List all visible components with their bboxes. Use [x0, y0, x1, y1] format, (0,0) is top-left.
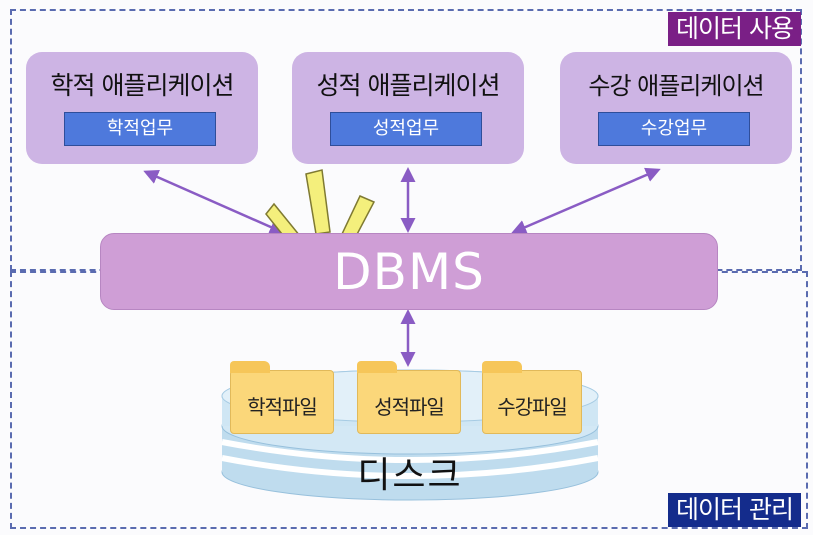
app-box-academic: 학적 애플리케이션 학적업무 [26, 52, 258, 164]
file-label: 학적파일 [247, 395, 318, 419]
folder-tab-icon [357, 361, 397, 373]
app-task: 학적업무 [64, 112, 216, 146]
app-task: 성적업무 [330, 112, 482, 146]
file-label: 성적파일 [374, 395, 445, 419]
app-title: 수강 애플리케이션 [588, 72, 764, 100]
data-manage-label: 데이터 관리 [668, 493, 801, 527]
dbms-box: DBMS [100, 233, 718, 310]
disk-label: 디스크 [357, 455, 463, 496]
folder-tab-icon [230, 361, 270, 373]
arrow-dbms-app3 [511, 167, 661, 235]
file-label: 수강파일 [497, 395, 568, 419]
app-box-grades: 성적 애플리케이션 성적업무 [292, 52, 524, 164]
app-title: 성적 애플리케이션 [316, 71, 501, 100]
dbms-label: DBMS [333, 243, 485, 301]
folder-tab-icon [482, 361, 522, 373]
file-enrollment: 수강파일 [482, 361, 582, 434]
data-use-label: 데이터 사용 [668, 12, 801, 46]
app-task: 수강업무 [598, 112, 750, 146]
app-title: 학적 애플리케이션 [50, 71, 235, 100]
arrow-dbms-app1 [143, 169, 285, 235]
file-academic: 학적파일 [230, 361, 334, 434]
file-grades: 성적파일 [357, 361, 461, 434]
app-box-enrollment: 수강 애플리케이션 수강업무 [560, 52, 792, 164]
